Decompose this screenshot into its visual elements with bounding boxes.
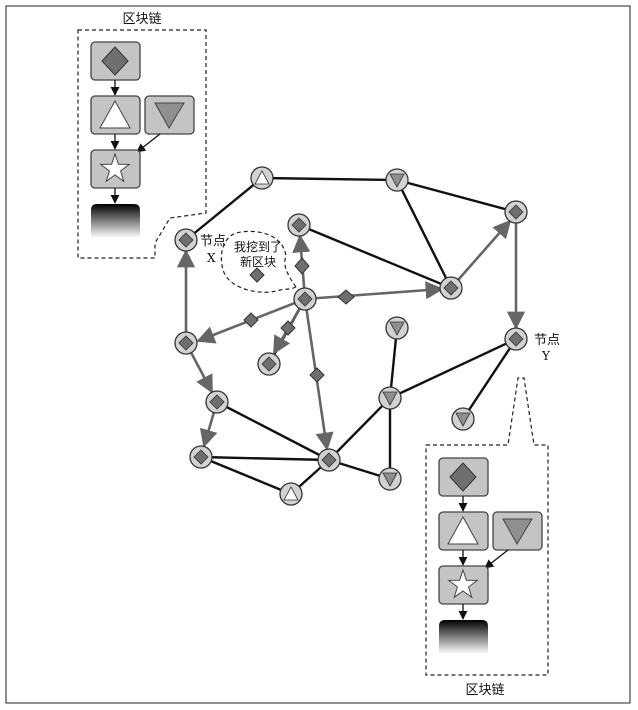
node-triangle-down bbox=[385, 316, 409, 340]
triangle-down-icon bbox=[389, 321, 405, 336]
triangle-down-icon bbox=[382, 472, 398, 487]
mined-block-bubble: 我挖到了 新区块 bbox=[220, 230, 297, 293]
diamond-icon bbox=[309, 367, 325, 383]
diamond-icon bbox=[178, 232, 194, 248]
node-diamond bbox=[287, 213, 311, 237]
edge bbox=[200, 455, 330, 462]
blockchain-left-boundary bbox=[77, 29, 207, 259]
edge bbox=[396, 178, 517, 214]
edge bbox=[389, 337, 517, 400]
edge bbox=[388, 327, 399, 399]
triangle-up-icon bbox=[99, 99, 131, 129]
triangle-down-icon bbox=[502, 518, 533, 545]
node-diamond bbox=[317, 448, 341, 472]
edge bbox=[261, 176, 398, 182]
edge bbox=[461, 338, 518, 420]
node-diamond bbox=[504, 200, 528, 224]
propagation-arrow bbox=[304, 281, 444, 301]
node-y bbox=[504, 327, 528, 351]
edge bbox=[185, 177, 263, 241]
diamond-icon bbox=[508, 331, 524, 347]
blockchain-right-boundary bbox=[425, 377, 549, 676]
diamond-icon bbox=[443, 280, 459, 296]
edge bbox=[200, 455, 292, 496]
node-y-label-line2: Y bbox=[541, 349, 551, 363]
bubble-text-line1: 我挖到了 bbox=[234, 239, 282, 254]
node-diamond bbox=[439, 276, 463, 300]
node-x-label-line1: 节点 bbox=[200, 234, 226, 249]
diamond-icon bbox=[337, 289, 355, 305]
edge bbox=[216, 400, 330, 462]
network-nodes bbox=[174, 166, 528, 506]
blockchain-right-title: 区块链 bbox=[465, 683, 504, 698]
block-next-faded bbox=[439, 620, 488, 654]
diamond-icon bbox=[291, 217, 307, 233]
figure-frame bbox=[5, 5, 631, 704]
triangle-up-icon bbox=[447, 515, 479, 545]
node-diamond bbox=[174, 331, 198, 355]
node-mining bbox=[293, 287, 317, 311]
diamond-icon bbox=[321, 452, 337, 468]
network-edges bbox=[185, 176, 518, 496]
node-triangle-up bbox=[279, 482, 303, 506]
chain-arrow bbox=[136, 133, 161, 153]
bubble-outline bbox=[220, 230, 297, 293]
bubble-text-line2: 新区块 bbox=[240, 254, 276, 269]
travelling-blocks bbox=[243, 257, 355, 383]
propagation-arrow bbox=[450, 219, 512, 289]
chain-arrow bbox=[484, 549, 509, 569]
edge bbox=[395, 179, 453, 289]
node-x-label-line2: X bbox=[207, 251, 216, 265]
node-triangle-down bbox=[378, 386, 402, 410]
edge bbox=[328, 397, 391, 461]
node-triangle-down bbox=[385, 168, 409, 192]
triangle-down-icon bbox=[389, 173, 405, 188]
node-triangle-up bbox=[250, 166, 274, 190]
node-triangle-down bbox=[451, 407, 475, 431]
diamond-icon bbox=[249, 267, 265, 283]
triangle-down-icon bbox=[382, 391, 398, 406]
diamond-icon bbox=[243, 312, 259, 328]
triangle-down-icon bbox=[154, 102, 185, 129]
diamond-icon bbox=[193, 449, 209, 465]
edge bbox=[298, 223, 452, 290]
blockchain-left-title: 区块链 bbox=[122, 12, 161, 27]
block-next-faded bbox=[91, 204, 140, 238]
diamond-icon bbox=[101, 46, 129, 76]
star-icon bbox=[99, 152, 131, 183]
diamond-icon bbox=[178, 335, 194, 351]
star-icon bbox=[447, 568, 479, 599]
triangle-up-icon bbox=[283, 486, 299, 501]
triangle-up-icon bbox=[254, 170, 270, 185]
blockchain-right-blocks bbox=[438, 457, 543, 654]
diamond-icon bbox=[297, 291, 313, 307]
node-diamond bbox=[189, 445, 213, 469]
diamond-icon bbox=[280, 320, 296, 336]
diamond-icon bbox=[508, 204, 524, 220]
node-y-label-line1: 节点 bbox=[534, 333, 560, 348]
triangle-down-icon bbox=[455, 412, 471, 427]
diamond-icon bbox=[294, 257, 310, 275]
diamond-icon bbox=[209, 394, 225, 410]
diamond-icon bbox=[449, 462, 477, 492]
node-diamond bbox=[257, 352, 281, 376]
node-x bbox=[174, 228, 198, 252]
diamond-icon bbox=[261, 356, 277, 372]
node-triangle-down bbox=[378, 467, 402, 491]
node-diamond bbox=[205, 390, 229, 414]
blockchain-left-blocks bbox=[90, 41, 195, 238]
